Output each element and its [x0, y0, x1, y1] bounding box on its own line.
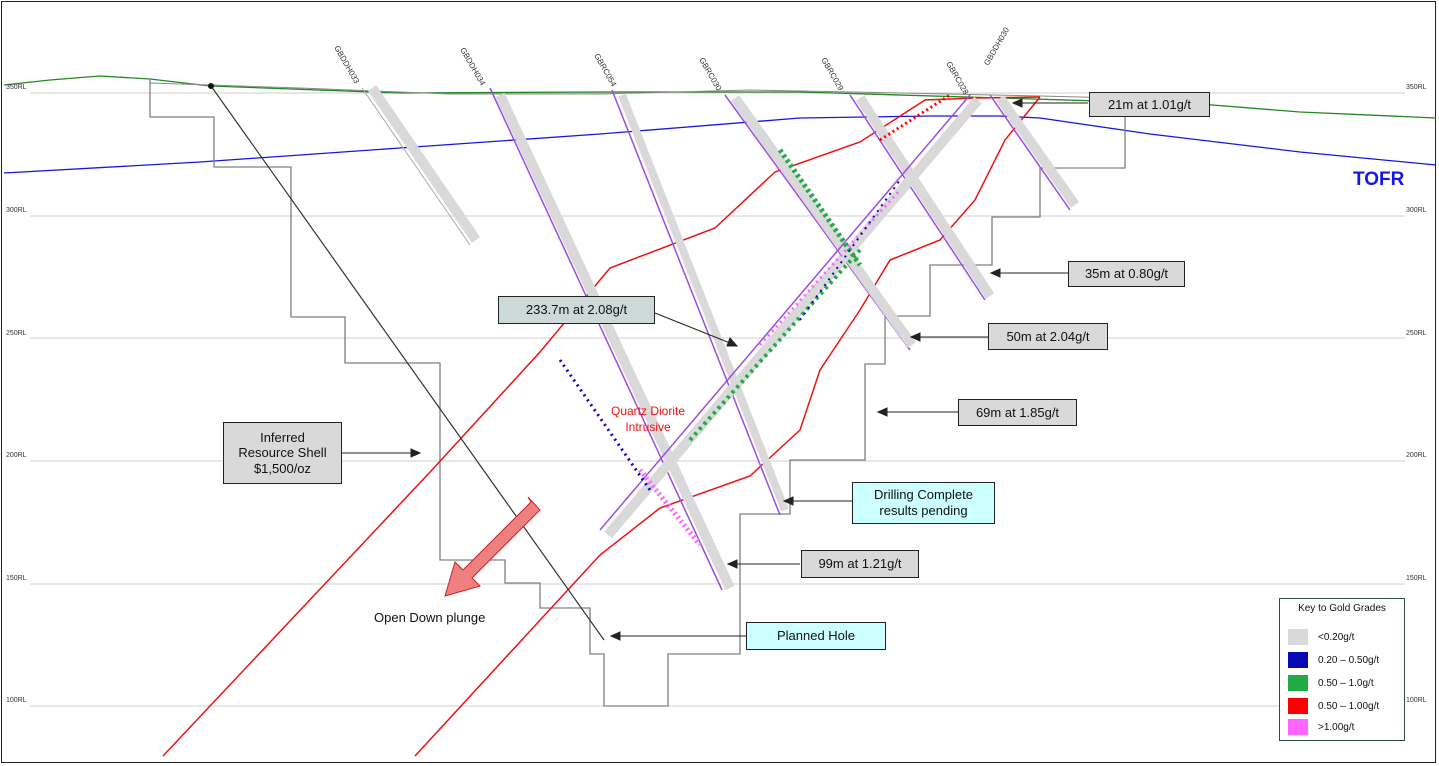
drillhole-ribbon-gbrc028 [604, 96, 982, 539]
legend-item: 0.50 – 1.00g/t [1288, 698, 1379, 714]
arrowhead-50m [909, 332, 921, 342]
planned-hole [208, 83, 605, 641]
intrusive-upper-line [162, 96, 1041, 757]
arrowhead-69m [876, 407, 888, 417]
arrowhead-21m [1011, 98, 1023, 108]
legend-swatch [1288, 629, 1308, 645]
rl-label-150-left: 150RL [6, 575, 27, 582]
legend-swatch [1288, 675, 1308, 691]
arrowhead-35m [989, 268, 1001, 278]
rl-label-200-left: 200RL [6, 452, 27, 459]
drillhole-trace-gbrc054 [611, 89, 781, 516]
rl-label-300-left: 300RL [6, 207, 27, 214]
legend-title: Key to Gold Grades [1298, 603, 1386, 614]
legend-label: 0.50 – 1.0g/t [1318, 677, 1374, 689]
callout-99m: 99m at 1.21g/t [801, 550, 919, 578]
grade-interval-green-2 [688, 248, 862, 442]
intrusive-lower-line [414, 96, 1041, 757]
legend-swatch [1288, 719, 1308, 735]
rl-label-200-right: 200RL [1406, 452, 1427, 459]
rl-label-300-right: 300RL [1406, 207, 1427, 214]
rl-label-250-left: 250RL [6, 330, 27, 337]
rl-label-250-right: 250RL [1406, 330, 1427, 337]
arrowhead-shell [410, 448, 422, 458]
grade-interval-blue [558, 359, 652, 491]
drillhole-ribbon-gbrc030 [730, 95, 917, 348]
drillhole-ribbon-gbrc029 [855, 95, 995, 299]
callout-50m: 50m at 2.04g/t [988, 323, 1108, 350]
drillhole-ribbon-gbddh030 [995, 95, 1080, 208]
legend-label: >1.00g/t [1318, 721, 1355, 733]
quartz-diorite-line1: Quartz Diorite [610, 404, 686, 418]
grade-interval-red [879, 93, 951, 142]
topography-line [3, 75, 1437, 119]
resource-shell-line3: $1,500/oz [253, 460, 312, 476]
arrowhead-planned [609, 631, 621, 641]
drillhole-trace-gbddh033 [361, 87, 471, 246]
callout-arrows [342, 98, 1088, 641]
legend-item: 0.50 – 1.0g/t [1288, 675, 1374, 691]
planned-hole-collar [208, 83, 214, 89]
drillhole-ribbon-gbddh033 [367, 85, 481, 243]
arrowhead-99m [726, 559, 738, 569]
legend-item: 0.20 – 0.50g/t [1288, 652, 1379, 668]
resource-shell-line1: Inferred [260, 429, 305, 445]
arrowhead-233m [726, 337, 739, 347]
rl-label-100-right: 100RL [1406, 697, 1427, 704]
callout-69m: 69m at 1.85g/t [958, 399, 1077, 426]
legend-item: <0.20g/t [1288, 629, 1354, 645]
tofr-line [3, 115, 1437, 174]
drillhole-trace-gbddh030 [989, 94, 1071, 211]
legend-item: >1.00g/t [1288, 719, 1354, 735]
open-down-plunge-arrow [444, 496, 541, 597]
resource-shell-outline [149, 80, 1126, 707]
drillhole-ribbon-gbddh034 [495, 92, 735, 591]
callout-resource-shell: Inferred Resource Shell $1,500/oz [223, 422, 342, 484]
callout-233m: 233.7m at 2.08g/t [498, 296, 655, 324]
callout-planned-hole: Planned Hole [746, 622, 886, 650]
drillhole-trace-gbrc029 [849, 94, 986, 301]
quartz-diorite-label: Quartz Diorite Intrusive [603, 403, 693, 435]
drillhole-ribbon-gbrc054 [618, 93, 789, 512]
gold-grade-legend: Key to Gold Grades <0.20g/t 0.20 – 0.50g… [1279, 598, 1405, 741]
grade-interval-magenta [638, 468, 702, 547]
drillhole-trace-gbrc028 [599, 94, 971, 531]
legend-label: <0.20g/t [1318, 631, 1355, 643]
intrusive-outline [162, 96, 1041, 757]
legend-swatch [1288, 652, 1308, 668]
arrow-233m [654, 312, 731, 344]
callout-21m: 21m at 1.01g/t [1089, 92, 1210, 117]
rl-label-350-right: 350RL [1406, 84, 1427, 91]
natural-surface-line [149, 82, 1121, 99]
drillholes [361, 85, 1080, 591]
open-down-plunge-label: Open Down plunge [374, 610, 486, 625]
drilling-complete-line1: Drilling Complete [874, 487, 973, 503]
grade-interval-green [777, 148, 863, 267]
rl-label-150-right: 150RL [1406, 575, 1427, 582]
grade-interval-blue-2 [799, 179, 901, 321]
legend-swatch [1288, 698, 1308, 714]
resource-shell-line2: Resource Shell [238, 445, 327, 461]
grade-interval-magenta-2 [758, 188, 902, 347]
tofr-label: TOFR [1353, 169, 1405, 190]
callout-drilling-complete: Drilling Complete results pending [852, 482, 995, 524]
legend-label: 0.50 – 1.00g/t [1318, 700, 1380, 712]
legend-label: 0.20 – 0.50g/t [1318, 654, 1380, 666]
arrowhead-drilling [782, 496, 794, 506]
drillhole-trace-gbddh034 [489, 87, 723, 591]
drilling-complete-line2: results pending [879, 503, 968, 518]
quartz-diorite-line2: Intrusive [625, 420, 671, 435]
planned-hole-trace [210, 85, 605, 641]
rl-label-350-left: 350RL [6, 84, 27, 91]
rl-label-100-left: 100RL [6, 697, 27, 704]
callout-35m: 35m at 0.80g/t [1068, 261, 1185, 287]
